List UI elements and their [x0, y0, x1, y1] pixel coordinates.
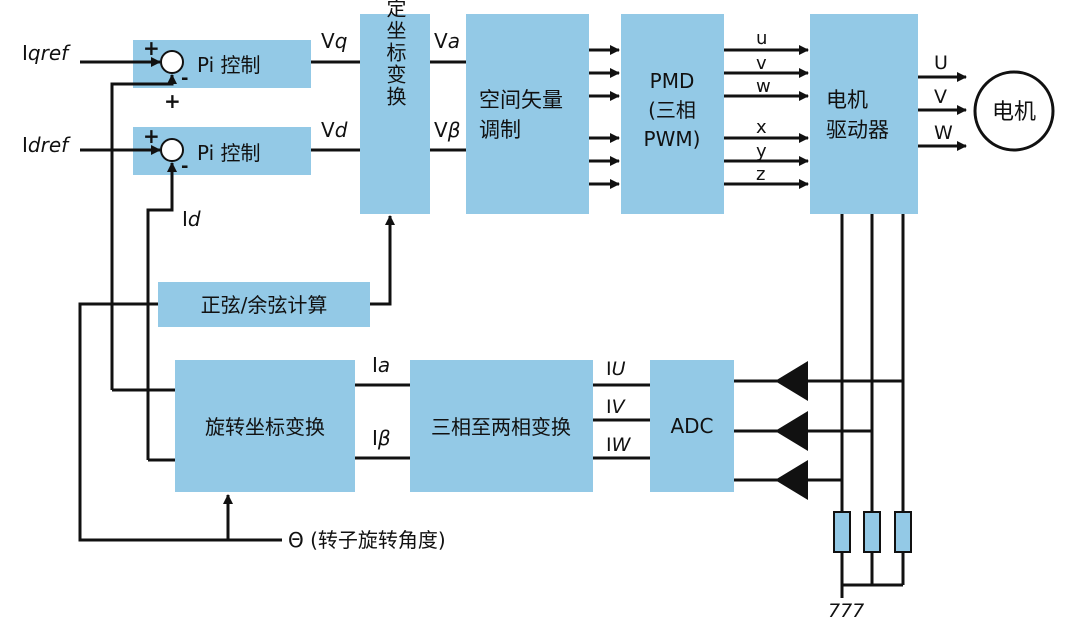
- minus-sign-d: -: [181, 156, 188, 177]
- pmd-label-line2: (三相: [648, 98, 696, 122]
- svm-label-line2: 调制: [479, 118, 521, 142]
- pmd-label-line1: PMD: [650, 69, 695, 93]
- pmd-block: [621, 14, 724, 214]
- pi-control-q-label: Pi 控制: [197, 53, 261, 77]
- driver-label-line1: 电机: [826, 88, 868, 112]
- id-feedback-line: [146, 162, 177, 460]
- motor-circle: [973, 70, 1055, 152]
- iq-feedback-line: [110, 74, 177, 390]
- pi-control-d-label: Pi 控制: [197, 141, 261, 165]
- ground-label: 777: [828, 600, 864, 622]
- fixed-transform-label: 固定坐标变换: [383, 0, 407, 108]
- sincos-label: 正弦/余弦计算: [201, 293, 328, 317]
- phase-u-label: U: [934, 52, 948, 74]
- driver-label-line2: 驱动器: [826, 118, 889, 142]
- ia-label: Ia: [372, 353, 390, 377]
- sin-cos-block: [158, 282, 370, 327]
- iq-ref-label: Iqref: [22, 41, 71, 65]
- clarke-transform-block: [410, 360, 593, 492]
- iw-label: IW: [606, 434, 632, 456]
- amplifier-v: [775, 411, 808, 451]
- id-ref-label: Idref: [22, 133, 71, 157]
- plus-sign-q: +: [143, 36, 160, 60]
- rotating-label: 旋转坐标变换: [205, 415, 325, 439]
- amplifier-w: [775, 460, 808, 500]
- minus-sign-q: -: [181, 68, 188, 89]
- iv-label: IV: [606, 396, 627, 418]
- adc-label: ADC: [670, 414, 713, 438]
- vb-label: Vβ: [434, 118, 461, 142]
- iu-label: IU: [606, 358, 626, 380]
- phase-v-label: V: [934, 86, 947, 108]
- va-label: Va: [434, 29, 460, 53]
- motor-label: 电机: [992, 100, 1036, 125]
- phase-w-label: W: [934, 122, 953, 144]
- shunt-resistor-3: [894, 511, 912, 553]
- vq-label: Vq: [321, 29, 347, 53]
- fixed-coordinate-transform-block: [360, 14, 430, 214]
- rotating-transform-block: [175, 360, 355, 492]
- plus-sign-d: +: [143, 124, 160, 148]
- pwm-u-label: u: [756, 28, 767, 49]
- pwm-z-label: z: [756, 164, 765, 185]
- plus-sign-feedback: +: [164, 89, 181, 113]
- space-vector-modulation-block: [466, 14, 589, 214]
- pwm-y-label: y: [756, 141, 767, 162]
- clarke-label: 三相至两相变换: [431, 415, 571, 439]
- summing-junction-d: [160, 138, 184, 162]
- pmd-label-line3: PWM): [644, 127, 701, 151]
- ib-label: Iβ: [372, 426, 391, 450]
- pwm-w-label: w: [756, 76, 771, 97]
- summing-junction-q: [160, 50, 184, 74]
- motor-driver-block: [810, 14, 918, 214]
- id-feedback-label: Id: [182, 207, 201, 231]
- theta-line: [78, 302, 282, 542]
- svm-label-line1: 空间矢量: [479, 88, 563, 112]
- vd-label: Vd: [321, 118, 348, 142]
- shunt-resistor-2: [863, 511, 881, 553]
- shunt-resistor-1: [833, 511, 851, 553]
- amplifier-u: [775, 361, 808, 401]
- adc-block: [650, 360, 734, 492]
- pwm-x-label: x: [756, 117, 767, 138]
- theta-label: Θ (转子旋转角度): [288, 528, 446, 552]
- sincos-to-fixed: [370, 215, 395, 306]
- pwm-v-label: v: [756, 53, 767, 74]
